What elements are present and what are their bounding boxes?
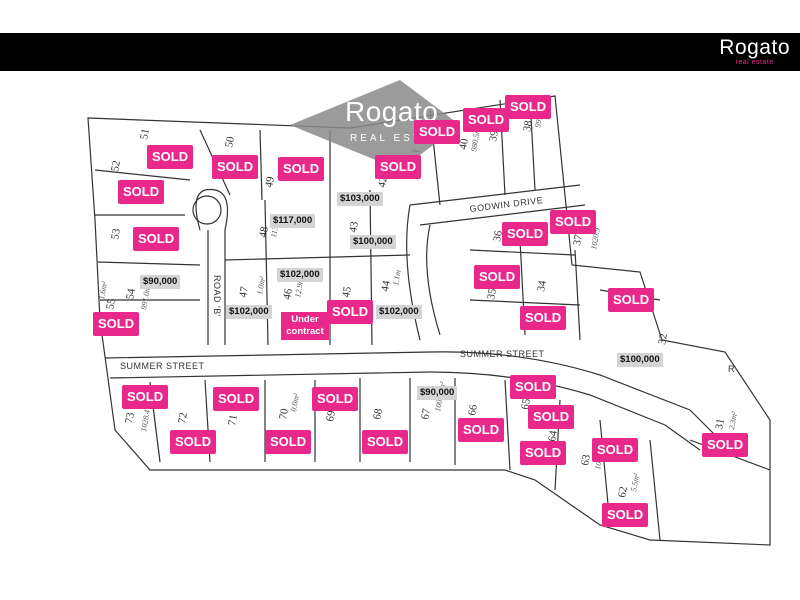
sold-badge: SOLD: [502, 222, 549, 246]
lot-number: 54: [124, 287, 138, 300]
lot-number: 49: [263, 175, 277, 188]
sold-badge: SOLD: [327, 300, 374, 324]
sold-badge: SOLD: [265, 430, 312, 454]
sold-badge: SOLD: [592, 438, 639, 462]
price-tag: $103,000: [337, 192, 383, 206]
sold-badge: SOLD: [278, 157, 325, 181]
sold-badge: SOLD: [362, 430, 409, 454]
sold-badge: SOLD: [458, 418, 505, 442]
street-summer-east: SUMMER STREET: [460, 349, 545, 359]
sold-badge: SOLD: [520, 306, 567, 330]
street-road-b: ROAD 'B': [212, 275, 222, 317]
sold-badge: SOLD: [170, 430, 217, 454]
lot-number: 66: [466, 403, 480, 416]
lot-area: 1.0m²: [255, 275, 267, 295]
sold-badge: SOLD: [528, 405, 575, 429]
lot-area: 5.5m²: [629, 472, 641, 492]
brand-tagline: real estate: [735, 59, 774, 66]
price-tag: $102,000: [226, 305, 272, 319]
sold-badge: SOLD: [608, 288, 655, 312]
lot-area: 2.3m²: [727, 410, 739, 430]
lot-number: 39: [487, 129, 501, 142]
sold-badge: SOLD: [375, 155, 422, 179]
sold-badge: SOLD: [474, 265, 521, 289]
lot-number: 73: [123, 411, 137, 424]
lot-area: 1.1m: [391, 269, 403, 286]
lot-number: 68: [371, 407, 385, 420]
lot-number: 62: [616, 486, 630, 499]
godwin-drive-road: [409, 184, 581, 206]
lot-number: 71: [226, 414, 240, 427]
lot-number: 38: [521, 119, 535, 132]
brand-name: Rogato: [719, 36, 790, 59]
price-tag: $90,000: [140, 275, 181, 289]
lot-number: 50: [223, 135, 237, 148]
price-tag: $102,000: [376, 305, 422, 319]
price-tag: $90,000: [417, 386, 458, 400]
sold-badge: SOLD: [312, 387, 359, 411]
lot-number: 69: [324, 409, 338, 422]
sold-badge: SOLD: [93, 312, 140, 336]
lot-number: 46: [281, 287, 295, 300]
lot-number: 64: [546, 429, 560, 442]
under-contract-badge: Under contract: [281, 312, 329, 340]
sold-badge: SOLD: [118, 180, 165, 204]
lot-number: 43: [347, 220, 361, 233]
lot-number: 34: [535, 279, 549, 292]
lot-number: 63: [579, 453, 593, 466]
brand-logo: Rogato real estate: [719, 37, 790, 67]
top-bar: Rogato real estate: [0, 33, 800, 71]
sold-badge: SOLD: [702, 433, 749, 457]
sold-badge: SOLD: [505, 95, 552, 119]
road-b-road: [195, 188, 229, 345]
lot-number: 44: [379, 279, 393, 292]
lot-area: 0.0m²: [289, 392, 301, 412]
price-tag: $102,000: [277, 268, 323, 282]
watermark-logo: [290, 80, 460, 170]
lot-number: 32: [656, 333, 670, 346]
sold-badge: SOLD: [463, 108, 510, 132]
lot-number: 52: [109, 160, 123, 173]
street-summer-west: SUMMER STREET: [120, 361, 205, 371]
estate-boundary: [87, 95, 771, 546]
sold-badge: SOLD: [550, 210, 597, 234]
watermark-tagline: REAL ESTATE: [350, 133, 449, 144]
price-tag: $100,000: [350, 235, 396, 249]
lot-number: 53: [109, 227, 123, 240]
lot-area: 1028.4: [139, 409, 152, 432]
lot-number: 55: [104, 297, 118, 310]
lot-area: 1.6m²: [97, 280, 109, 300]
lot-number: 67: [419, 407, 433, 420]
lot-number: 51: [138, 128, 152, 141]
price-tag: $117,000: [270, 214, 316, 228]
price-tag: $100,000: [617, 353, 663, 367]
sold-badge: SOLD: [147, 145, 194, 169]
lot-number: 48: [257, 225, 271, 238]
sold-badge: SOLD: [212, 155, 259, 179]
lot-number: 31: [713, 418, 727, 431]
sold-badge: SOLD: [602, 503, 649, 527]
lot-area: 1132: [269, 222, 281, 239]
sold-badge: SOLD: [414, 120, 461, 144]
sold-badge: SOLD: [122, 385, 169, 409]
lot-number: 36: [491, 229, 505, 242]
lot-number: 37: [571, 233, 585, 246]
lot-number: 45: [340, 285, 354, 298]
lot-number: 35: [485, 287, 499, 300]
sold-badge: SOLD: [133, 227, 180, 251]
street-r: R: [728, 364, 735, 374]
sold-badge: SOLD: [520, 441, 567, 465]
lot-number: 40: [457, 137, 471, 150]
sold-badge: SOLD: [510, 375, 557, 399]
summer-street-road: [104, 351, 721, 441]
lot-number: 72: [176, 412, 190, 425]
sold-badge: SOLD: [213, 387, 260, 411]
lot-number: 47: [237, 285, 251, 298]
lot-number: 70: [277, 407, 291, 420]
